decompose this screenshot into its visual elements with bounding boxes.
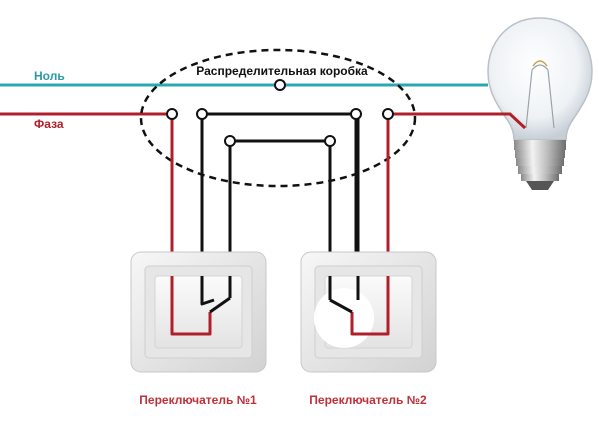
switch-2-label: Переключатель №2: [309, 393, 427, 407]
junction-box-label: Распределительная коробка: [196, 64, 368, 78]
junction-box-outline: [139, 48, 417, 188]
switch-1: [130, 251, 267, 373]
switch-1-label: Переключатель №1: [139, 393, 257, 407]
switch-2: [300, 251, 437, 373]
phase-label: Фаза: [34, 117, 64, 131]
terminal-circle-icon: [166, 79, 394, 147]
phase-wire-main: [0, 112, 527, 130]
light-bulb-icon: [487, 17, 593, 190]
neutral-label: Ноль: [34, 69, 65, 83]
